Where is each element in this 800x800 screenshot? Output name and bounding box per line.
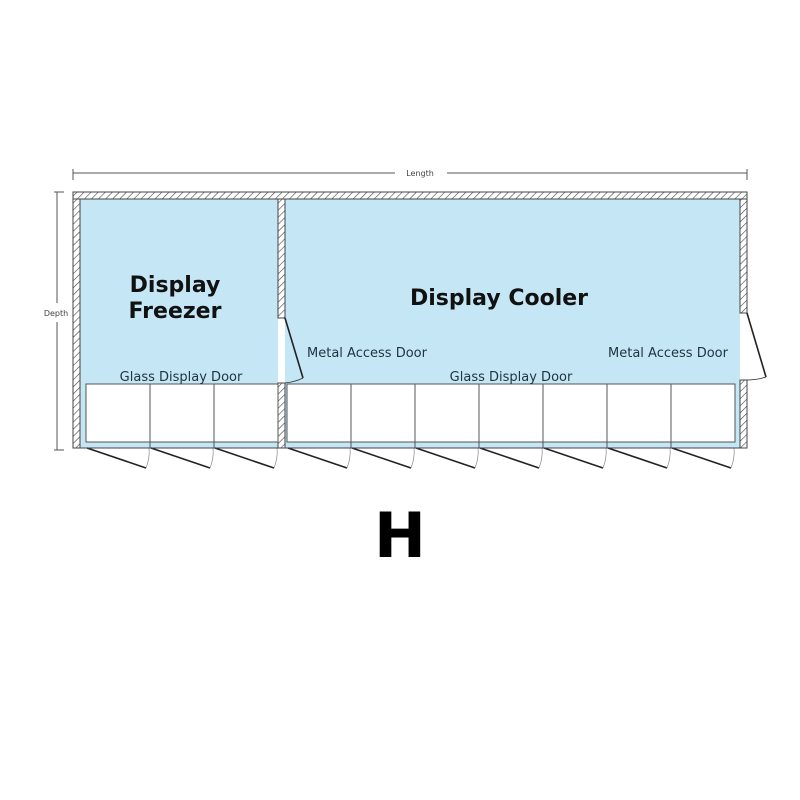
- length-dimension: Length: [72, 169, 748, 180]
- freezer-glass-door-label: Glass Display Door: [120, 370, 243, 385]
- cooler-glass-door[interactable]: [414, 384, 479, 469]
- cooler-title: Display Cooler: [410, 286, 588, 311]
- length-label: Length: [406, 169, 434, 178]
- glass-display-doors: [80, 383, 740, 469]
- cooler-glass-door-label: Glass Display Door: [450, 370, 573, 385]
- depth-dimension: Depth: [44, 191, 68, 451]
- metal-access-door-right[interactable]: [746, 312, 767, 381]
- metal-access-door-left[interactable]: [284, 317, 304, 384]
- cooler-glass-door[interactable]: [287, 447, 351, 469]
- cooler-glass-door[interactable]: [606, 384, 671, 469]
- right-metal-access-door-label: Metal Access Door: [608, 346, 729, 361]
- freezer-door-frame: [85, 383, 279, 443]
- freezer-glass-door[interactable]: [86, 447, 150, 469]
- freezer-glass-door[interactable]: [213, 384, 278, 469]
- depth-label: Depth: [44, 309, 68, 318]
- left-metal-access-door-label: Metal Access Door: [307, 346, 428, 361]
- freezer-title-line2: Freezer: [129, 299, 222, 324]
- freezer-glass-door[interactable]: [149, 384, 214, 469]
- cooler-glass-door[interactable]: [542, 384, 607, 469]
- cooler-glass-door[interactable]: [350, 384, 415, 469]
- cooler-glass-door[interactable]: [478, 384, 543, 469]
- cooler-door-frame: [286, 383, 736, 443]
- walls: [72, 191, 748, 449]
- cooler-glass-door[interactable]: [670, 384, 735, 469]
- layout-letter: H: [374, 499, 426, 572]
- freezer-title-line1: Display: [130, 273, 221, 298]
